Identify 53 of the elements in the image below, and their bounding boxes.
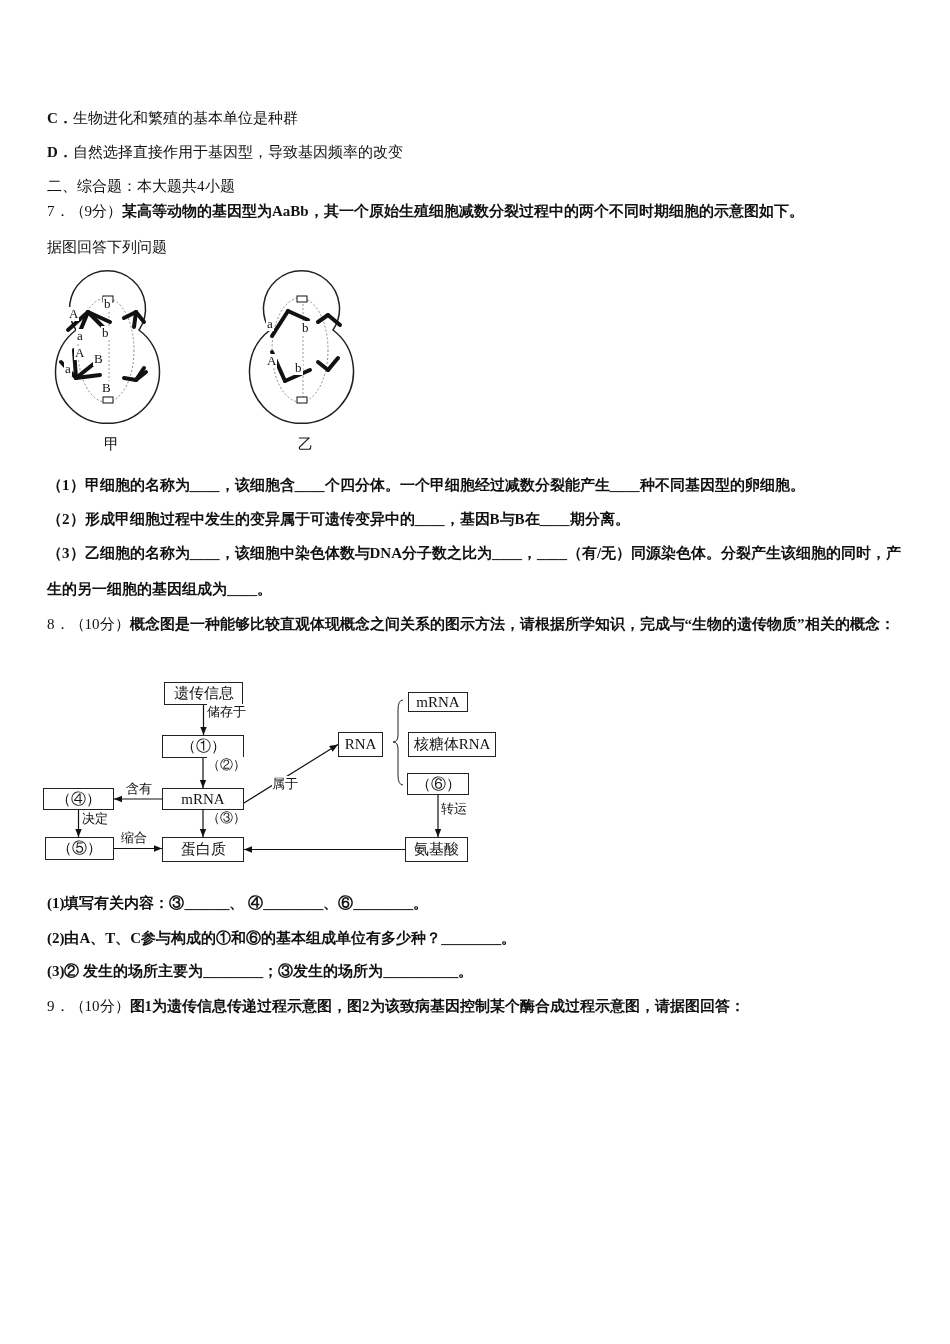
question-text: 8．（10分）概念图是一种能够比较直观体现概念之间关系的图示方法，请根据所学知识，完成与“生物的遗传物质”相关的概念：	[47, 615, 896, 634]
question-text: (2)由A、T、C参与构成的①和⑥的基本组成单位有多少种？________。	[47, 929, 518, 948]
gene-label: a	[76, 329, 84, 343]
question-text: （1）甲细胞的名称为____，该细胞含____个四分体。一个甲细胞经过减数分裂能产生____种不同基因型的卵细胞。	[47, 476, 806, 495]
arrow	[200, 704, 207, 736]
concept-box: （④）	[43, 788, 114, 810]
gene-label: B	[93, 352, 104, 366]
concept-box: （⑤）	[45, 837, 114, 860]
figure-caption: 乙	[297, 437, 314, 451]
gene-label: b	[294, 361, 303, 375]
gene-label: A	[266, 354, 278, 368]
question-text: 据图回答下列问题	[47, 238, 168, 257]
arrow	[113, 845, 163, 852]
edge-label: 属于	[272, 776, 298, 791]
concept-box: 氨基酸	[405, 837, 468, 862]
question-text: D．自然选择直接作用于基因型，导致基因频率的改变	[47, 143, 404, 162]
question-text: 9．（10分）图1为遗传信息传递过程示意图，图2为该致病基因控制某个酶合成过程示意图，请据图回答：	[47, 997, 746, 1016]
arrow	[434, 794, 442, 838]
concept-box: 遗传信息	[164, 682, 243, 705]
arrow	[199, 757, 207, 789]
gene-label: A	[74, 346, 86, 360]
edge-label: 转运	[441, 801, 467, 816]
arrow	[113, 795, 163, 803]
edge-label: （②）	[207, 757, 246, 772]
arrow	[243, 846, 406, 853]
figure-caption: 甲	[103, 437, 120, 451]
question-text: (1)填写有关内容：③______、 ④________、⑥________。	[47, 894, 430, 913]
concept-box: mRNA	[162, 788, 244, 810]
edge-label: 缩合	[121, 830, 147, 845]
question-text: （3）乙细胞的名称为____，该细胞中染色体数与DNA分子数之比为____，____（有/无）同源染色体。分裂产生该细胞的同时，产生的另一细胞的基因组成为____。	[47, 544, 903, 599]
gene-label: A	[68, 307, 80, 321]
arrow	[199, 809, 207, 838]
gene-label: B	[101, 381, 112, 395]
concept-box: RNA	[338, 732, 383, 757]
question-text: C．生物进化和繁殖的基本单位是种群	[47, 109, 299, 128]
concept-box: 蛋白质	[162, 837, 244, 862]
concept-box: mRNA	[408, 692, 468, 712]
question-text: (3)② 发生的场所主要为________；③发生的场所为__________。	[47, 962, 475, 981]
edge-label: 储存于	[207, 704, 246, 719]
gene-label: a	[266, 317, 274, 331]
edge-label: 含有	[126, 781, 152, 796]
gene-label: a	[64, 362, 72, 376]
concept-box: （⑥）	[407, 773, 469, 795]
gene-label: b	[101, 326, 110, 340]
arrow	[75, 809, 82, 838]
concept-box: （①）	[162, 735, 244, 758]
gene-label: b	[103, 297, 112, 311]
edge-label: 决定	[82, 811, 108, 826]
concept-box: 核糖体RNA	[408, 732, 496, 757]
question-text: 7．（9分）某高等动物的基因型为AaBb，其一个原始生殖细胞减数分裂过程中的两个不同时期细胞的示意图如下。	[47, 202, 805, 221]
gene-label: b	[301, 321, 310, 335]
question-text: 二、综合题：本大题共4小题	[47, 177, 236, 196]
question-text: （2）形成甲细胞过程中发生的变异属于可遗传变异中的____，基因B与B在____期分离。	[47, 510, 631, 529]
